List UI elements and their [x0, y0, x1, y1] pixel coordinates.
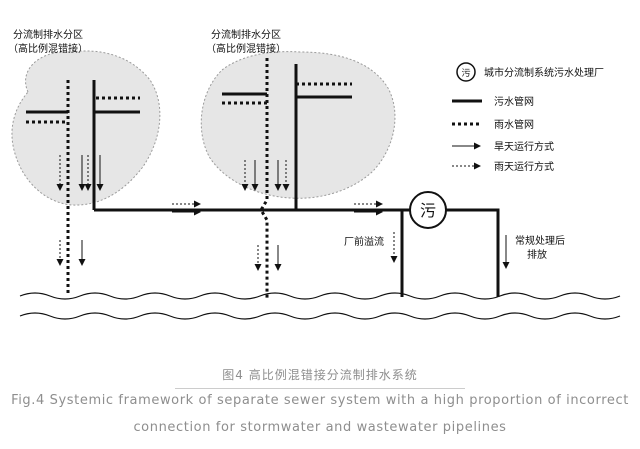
- wet-weather-arrows: [56, 155, 398, 271]
- normal-discharge-label-2: 排放: [527, 248, 547, 261]
- plant-symbol: 污: [420, 201, 436, 220]
- river: [19, 292, 621, 320]
- zone-left-subtitle: （高比例混错接）: [8, 42, 88, 55]
- legend-sewage-label: 污水管网: [494, 95, 534, 108]
- legend-storm-label: 雨水管网: [494, 118, 534, 131]
- caption-english-line-1: Fig.4 Systemic framework of separate sew…: [11, 393, 629, 408]
- plant-outlet: [446, 208, 500, 297]
- overflow-label: 厂前溢流: [344, 235, 384, 248]
- zone-left-title: 分流制排水分区: [13, 28, 83, 41]
- drainage-zone-right: [200, 51, 396, 199]
- legend-plant-symbol: 污: [461, 67, 470, 79]
- zone-right-title: 分流制排水分区: [211, 28, 281, 41]
- legend-plant-label: 城市分流制系统污水处理厂: [484, 66, 604, 79]
- legend: 污 城市分流制系统污水处理厂 污水管网 雨水管网 旱天运行方式 雨天运行方式: [452, 62, 604, 173]
- caption-divider: [175, 388, 465, 389]
- caption-english-line-2: connection for stormwater and wastewater…: [133, 420, 507, 435]
- dry-weather-arrows: [78, 155, 510, 271]
- treatment-plant-icon: [409, 191, 447, 229]
- legend-wet-label: 雨天运行方式: [494, 160, 554, 173]
- drainage-zone-left: [11, 50, 161, 206]
- normal-discharge-label-1: 常规处理后: [515, 234, 565, 247]
- caption-chinese: 图4 高比例混错接分流制排水系统: [222, 368, 418, 382]
- legend-dry-label: 旱天运行方式: [494, 140, 554, 153]
- zone-right-subtitle: （高比例混错接）: [206, 42, 286, 55]
- legend-plant-icon: [456, 62, 476, 82]
